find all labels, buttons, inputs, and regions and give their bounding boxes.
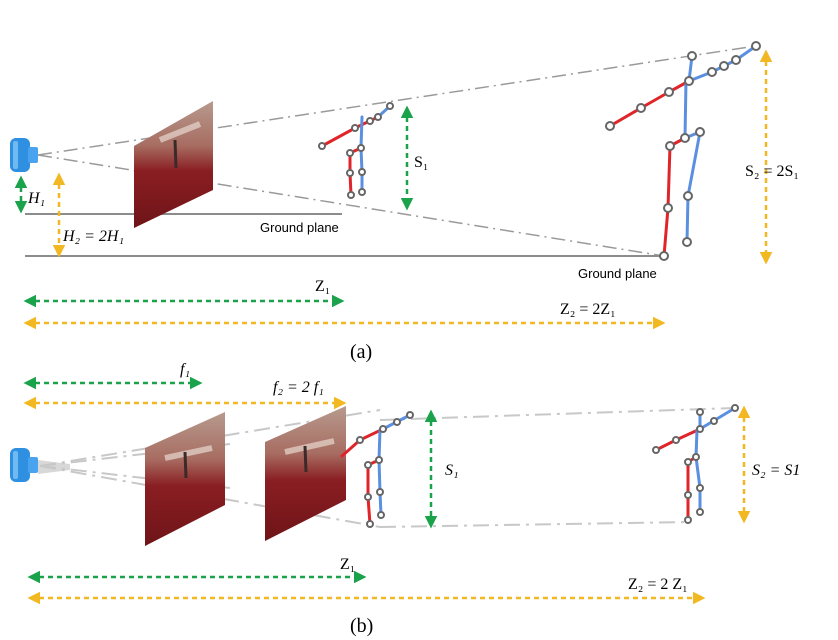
skeleton-near bbox=[340, 411, 414, 528]
skeleton-far bbox=[605, 41, 761, 261]
ray-top-far bbox=[37, 45, 757, 156]
caption-a: (a) bbox=[350, 341, 372, 363]
image-plane-f2 bbox=[265, 406, 346, 541]
label-f1: f₁ bbox=[180, 361, 190, 378]
label-z1: Z₁ bbox=[315, 278, 330, 295]
camera-icon bbox=[10, 138, 38, 172]
label-z1: Z₁ bbox=[340, 556, 355, 573]
label-s1: S₁ bbox=[445, 462, 459, 479]
label-z2: Z₂ = 2 Z₁ bbox=[628, 576, 688, 593]
caption-b: (b) bbox=[350, 615, 373, 637]
panel-b: f₁ f₂ = 2 f₁ S₁ S₂ = S1 Z₁ Z₂ = 2 Z₁ (b) bbox=[10, 361, 800, 637]
ray-bottom-near bbox=[39, 465, 381, 528]
label-f2: f₂ = 2 f₁ bbox=[273, 379, 324, 396]
label-h1: H₁ bbox=[27, 190, 45, 207]
panel-a: S₁ S₂ = 2S₁ H₁ H₂ = 2H₁ Ground plane Gro… bbox=[10, 41, 799, 363]
label-ground-plane-near: Ground plane bbox=[260, 220, 339, 235]
skeleton-far bbox=[652, 404, 739, 524]
label-ground-plane-far: Ground plane bbox=[578, 266, 657, 281]
label-s2: S₂ = 2S₁ bbox=[745, 163, 799, 180]
skeleton-near bbox=[318, 102, 394, 199]
label-h2: H₂ = 2H₁ bbox=[62, 228, 124, 245]
label-s1: S₁ bbox=[414, 154, 428, 171]
ray-top-far bbox=[379, 407, 736, 421]
image-plane-f1 bbox=[145, 412, 225, 546]
image-plane bbox=[134, 101, 213, 228]
ray-bottom-far bbox=[379, 521, 691, 528]
label-z2: Z₂ = 2Z₁ bbox=[560, 301, 616, 318]
label-s2: S₂ = S1 bbox=[752, 462, 800, 479]
